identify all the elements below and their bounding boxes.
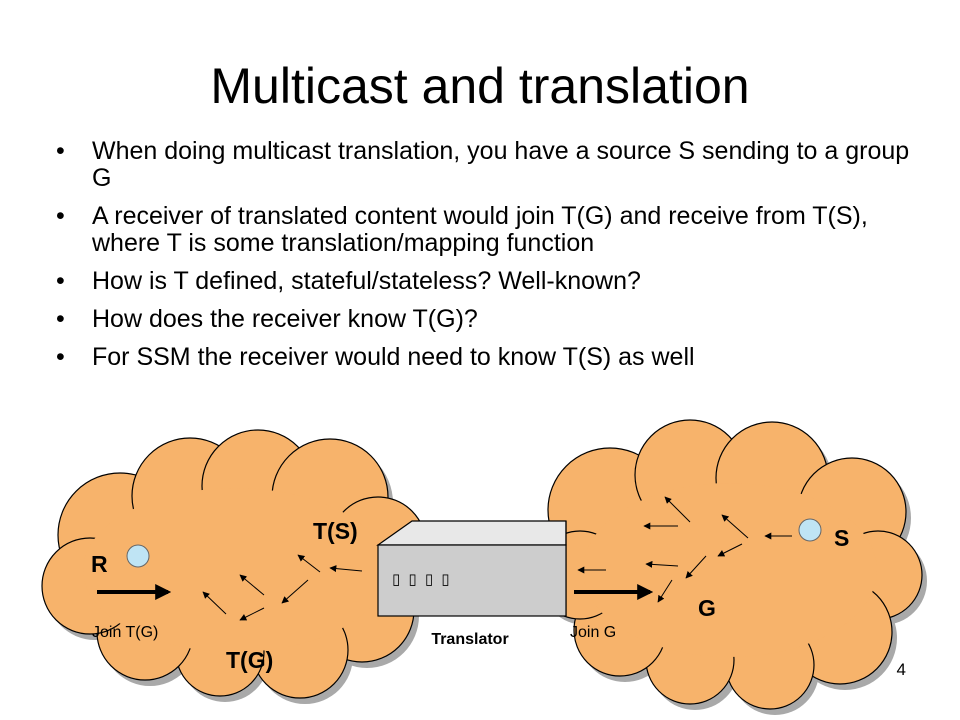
flow-arrow xyxy=(645,560,679,568)
bullet-item: How does the receiver know T(G)? xyxy=(56,306,916,334)
flow-arrow xyxy=(717,543,743,557)
translator-device xyxy=(376,520,567,617)
source-label: S xyxy=(834,525,849,551)
group-label: G xyxy=(698,595,716,621)
flow-arrow xyxy=(202,591,227,615)
join-translated-group-label: Join T(G) xyxy=(92,624,158,641)
flow-arrow xyxy=(281,579,309,604)
receiver-host-icon xyxy=(126,544,150,568)
bullet-item: When doing multicast translation, you ha… xyxy=(56,138,916,192)
flow-arrow xyxy=(664,496,691,523)
flow-arrow xyxy=(329,565,363,573)
receiver-label: R xyxy=(91,551,108,577)
bullet-list: When doing multicast translation, you ha… xyxy=(56,138,916,382)
translator-top-face xyxy=(376,520,567,546)
translated-group-label: T(G) xyxy=(226,647,273,673)
left-cloud-forwarding-arrows xyxy=(202,554,363,621)
right-network-cloud xyxy=(535,419,927,715)
flow-arrow xyxy=(239,607,265,621)
translator-front-face xyxy=(377,544,567,617)
source-host-icon xyxy=(798,518,822,542)
translator-ports: ▯ ▯ ▯ ▯ xyxy=(392,571,452,588)
bullet-item: A receiver of translated content would j… xyxy=(56,203,916,257)
bullet-item: For SSM the receiver would need to know … xyxy=(56,344,916,372)
translated-source-label: T(S) xyxy=(313,518,358,544)
flow-arrow xyxy=(297,554,321,573)
join-group-label: Join G xyxy=(570,624,616,641)
slide-title: Multicast and translation xyxy=(210,58,750,114)
flow-arrow xyxy=(685,555,707,579)
right-cloud-interior xyxy=(583,483,877,657)
right-cloud-forwarding-arrows xyxy=(577,496,792,603)
left-cloud-interior xyxy=(83,488,387,652)
translator-label: Translator xyxy=(431,631,508,648)
flow-arrow xyxy=(239,574,265,596)
flow-arrow xyxy=(721,514,749,539)
flow-arrow xyxy=(657,579,673,603)
bullet-item: How is T defined, stateful/stateless? We… xyxy=(56,268,916,296)
page-number: 4 xyxy=(896,660,906,679)
